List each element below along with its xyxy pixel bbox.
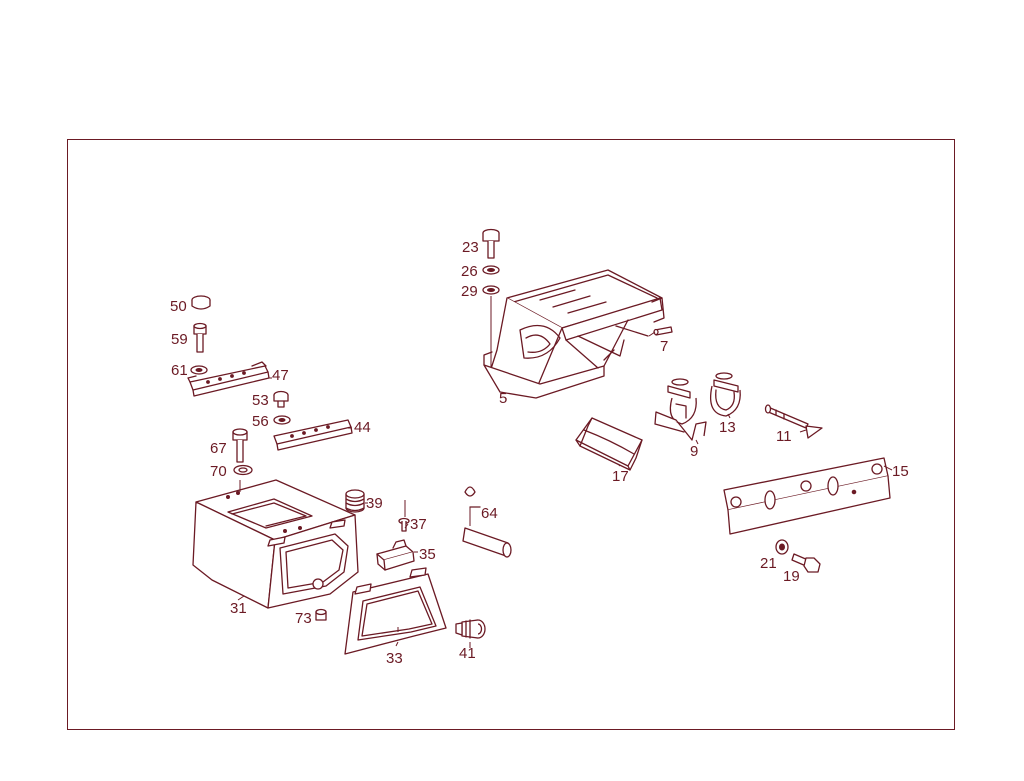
part-73-knob	[315, 608, 327, 621]
part-59-bolt	[193, 322, 207, 353]
label-47: 47	[272, 367, 289, 384]
label-70: 70	[210, 463, 227, 480]
part-61-washer	[190, 365, 208, 375]
label-31: 31	[230, 600, 247, 617]
label-21: 21	[760, 555, 777, 572]
label-23: 23	[462, 239, 479, 256]
label-29: 29	[461, 283, 478, 300]
part-70-clip	[233, 464, 253, 476]
part-47-rail	[187, 361, 270, 397]
part-31-housing	[192, 479, 359, 609]
label-67: 67	[210, 440, 227, 457]
part-53-nut	[273, 390, 289, 408]
label-61: 61	[171, 362, 188, 379]
diagram-frame	[67, 139, 955, 730]
part-15-rail	[723, 457, 891, 535]
part-37-screw	[398, 500, 410, 532]
label-64: 64	[481, 505, 498, 522]
label-50: 50	[170, 298, 187, 315]
part-5-frame	[483, 269, 665, 399]
label-56: 56	[252, 413, 269, 430]
part-41-plug	[455, 619, 486, 639]
label-73: 73	[295, 610, 312, 627]
part-19-bolt	[791, 553, 821, 573]
leader-lines	[237, 331, 893, 648]
label-33: 33	[386, 650, 403, 667]
part-13-clamp	[709, 372, 741, 417]
label-35: 35	[419, 546, 436, 563]
label-13: 13	[719, 419, 736, 436]
part-39-grommet	[345, 489, 365, 513]
part-26-washer	[482, 265, 500, 275]
label-11: 11	[776, 428, 792, 445]
part-7-pin	[653, 326, 673, 336]
label-17: 17	[612, 468, 629, 485]
part-9-clamp	[654, 378, 707, 441]
label-59: 59	[171, 331, 188, 348]
part-35-bracket	[376, 539, 415, 571]
label-9: 9	[690, 443, 698, 460]
part-17-plate	[575, 417, 643, 471]
part-labels: 50 59 61 47 53 56 44 67 70 39 37 35 31 7…	[170, 239, 909, 667]
label-26: 26	[461, 263, 478, 280]
part-11-hook-bolt	[764, 404, 823, 439]
label-44: 44	[354, 419, 371, 436]
part-33-door	[344, 567, 447, 655]
part-56-washer	[273, 415, 291, 425]
part-67-bolt	[232, 428, 248, 463]
part-23-bolt	[482, 228, 500, 259]
label-7: 7	[660, 338, 668, 355]
part-44-rail	[273, 419, 353, 451]
label-39: 39	[366, 495, 383, 512]
label-19: 19	[783, 568, 800, 585]
part-21-nut	[775, 539, 789, 555]
part-50-cap	[191, 295, 211, 310]
label-41: 41	[459, 645, 476, 662]
label-53: 53	[252, 392, 269, 409]
label-5: 5	[499, 390, 507, 407]
part-29-washer	[482, 285, 500, 370]
part-64-rubber-strip	[462, 486, 512, 558]
label-37: 37	[410, 516, 427, 533]
label-15: 15	[892, 463, 909, 480]
